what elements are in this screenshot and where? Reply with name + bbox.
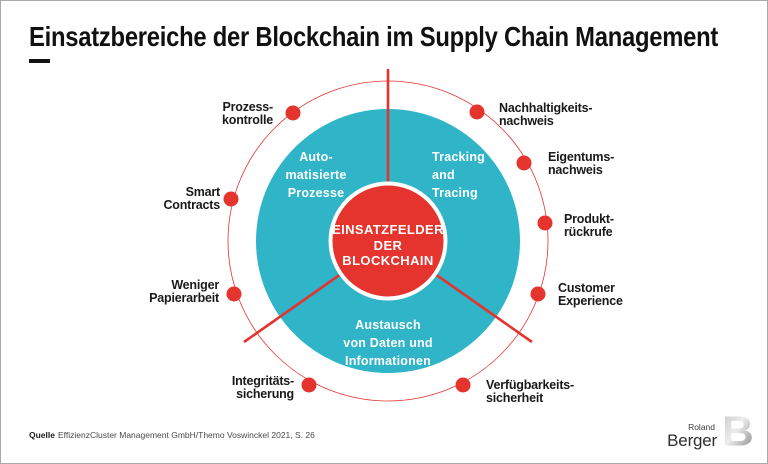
- dot-produktrueckrufe-icon: [537, 215, 553, 231]
- source-label: Quelle: [29, 430, 55, 440]
- dot-eigentumsnachweis-icon: [516, 155, 532, 171]
- satellite-label-prozesskontrolle: Prozess- kontrolle: [222, 100, 273, 127]
- title-underline-dash: [29, 59, 50, 63]
- roland-berger-logo: Roland Berger B: [667, 415, 754, 449]
- dot-customer-experience-icon: [530, 286, 546, 302]
- sector-label-automatisierte-prozesse: Auto- matisierte Prozesse: [285, 150, 347, 200]
- roland-berger-logo-mark: B: [722, 415, 754, 449]
- logo-b-letter: B: [722, 415, 754, 449]
- source-text: EffizienzCluster Management GmbH/Themo V…: [57, 430, 315, 440]
- logo-berger-text: Berger: [667, 431, 717, 450]
- satellite-label-smart-contracts: Smart Contracts: [163, 185, 220, 212]
- page-title: Einsatzbereiche der Blockchain im Supply…: [29, 21, 719, 52]
- satellite-label-integritaetssicherung: Integritäts- sicherung: [231, 374, 294, 401]
- logo-roland-text: Roland: [688, 421, 715, 432]
- satellite-label-verfuegbarkeitssicherheit: Verfügbarkeits- sicherheit: [486, 378, 575, 405]
- satellite-label-weniger-papierarbeit: Weniger Papierarbeit: [149, 278, 219, 305]
- dot-integritaetssicherung-icon: [301, 377, 317, 393]
- hub-label: EINSATZFELDER DER BLOCKCHAIN: [332, 222, 444, 268]
- roland-berger-wordmark: Roland Berger: [667, 421, 717, 450]
- dot-verfuegbarkeitssicherheit-icon: [455, 377, 471, 393]
- sector-label-tracking-and-tracing: Tracking and Tracing: [432, 150, 486, 200]
- dot-nachhaltigkeitsnachweis-icon: [469, 104, 485, 120]
- satellite-label-customer-experience: Customer Experience: [558, 281, 623, 308]
- satellite-label-nachhaltigkeitsnachweis: Nachhaltigkeits- nachweis: [499, 101, 593, 128]
- satellite-label-produktrueckrufe: Produkt- rückrufe: [564, 212, 614, 239]
- dot-weniger-papierarbeit-icon: [226, 286, 242, 302]
- sector-label-austausch-daten: Austausch von Daten und Informationen: [343, 318, 433, 368]
- dot-smart-contracts-icon: [223, 191, 239, 207]
- satellite-label-eigentumsnachweis: Eigentums- nachweis: [548, 150, 615, 177]
- dot-prozesskontrolle-icon: [285, 105, 301, 121]
- hub-circle: [332, 185, 444, 297]
